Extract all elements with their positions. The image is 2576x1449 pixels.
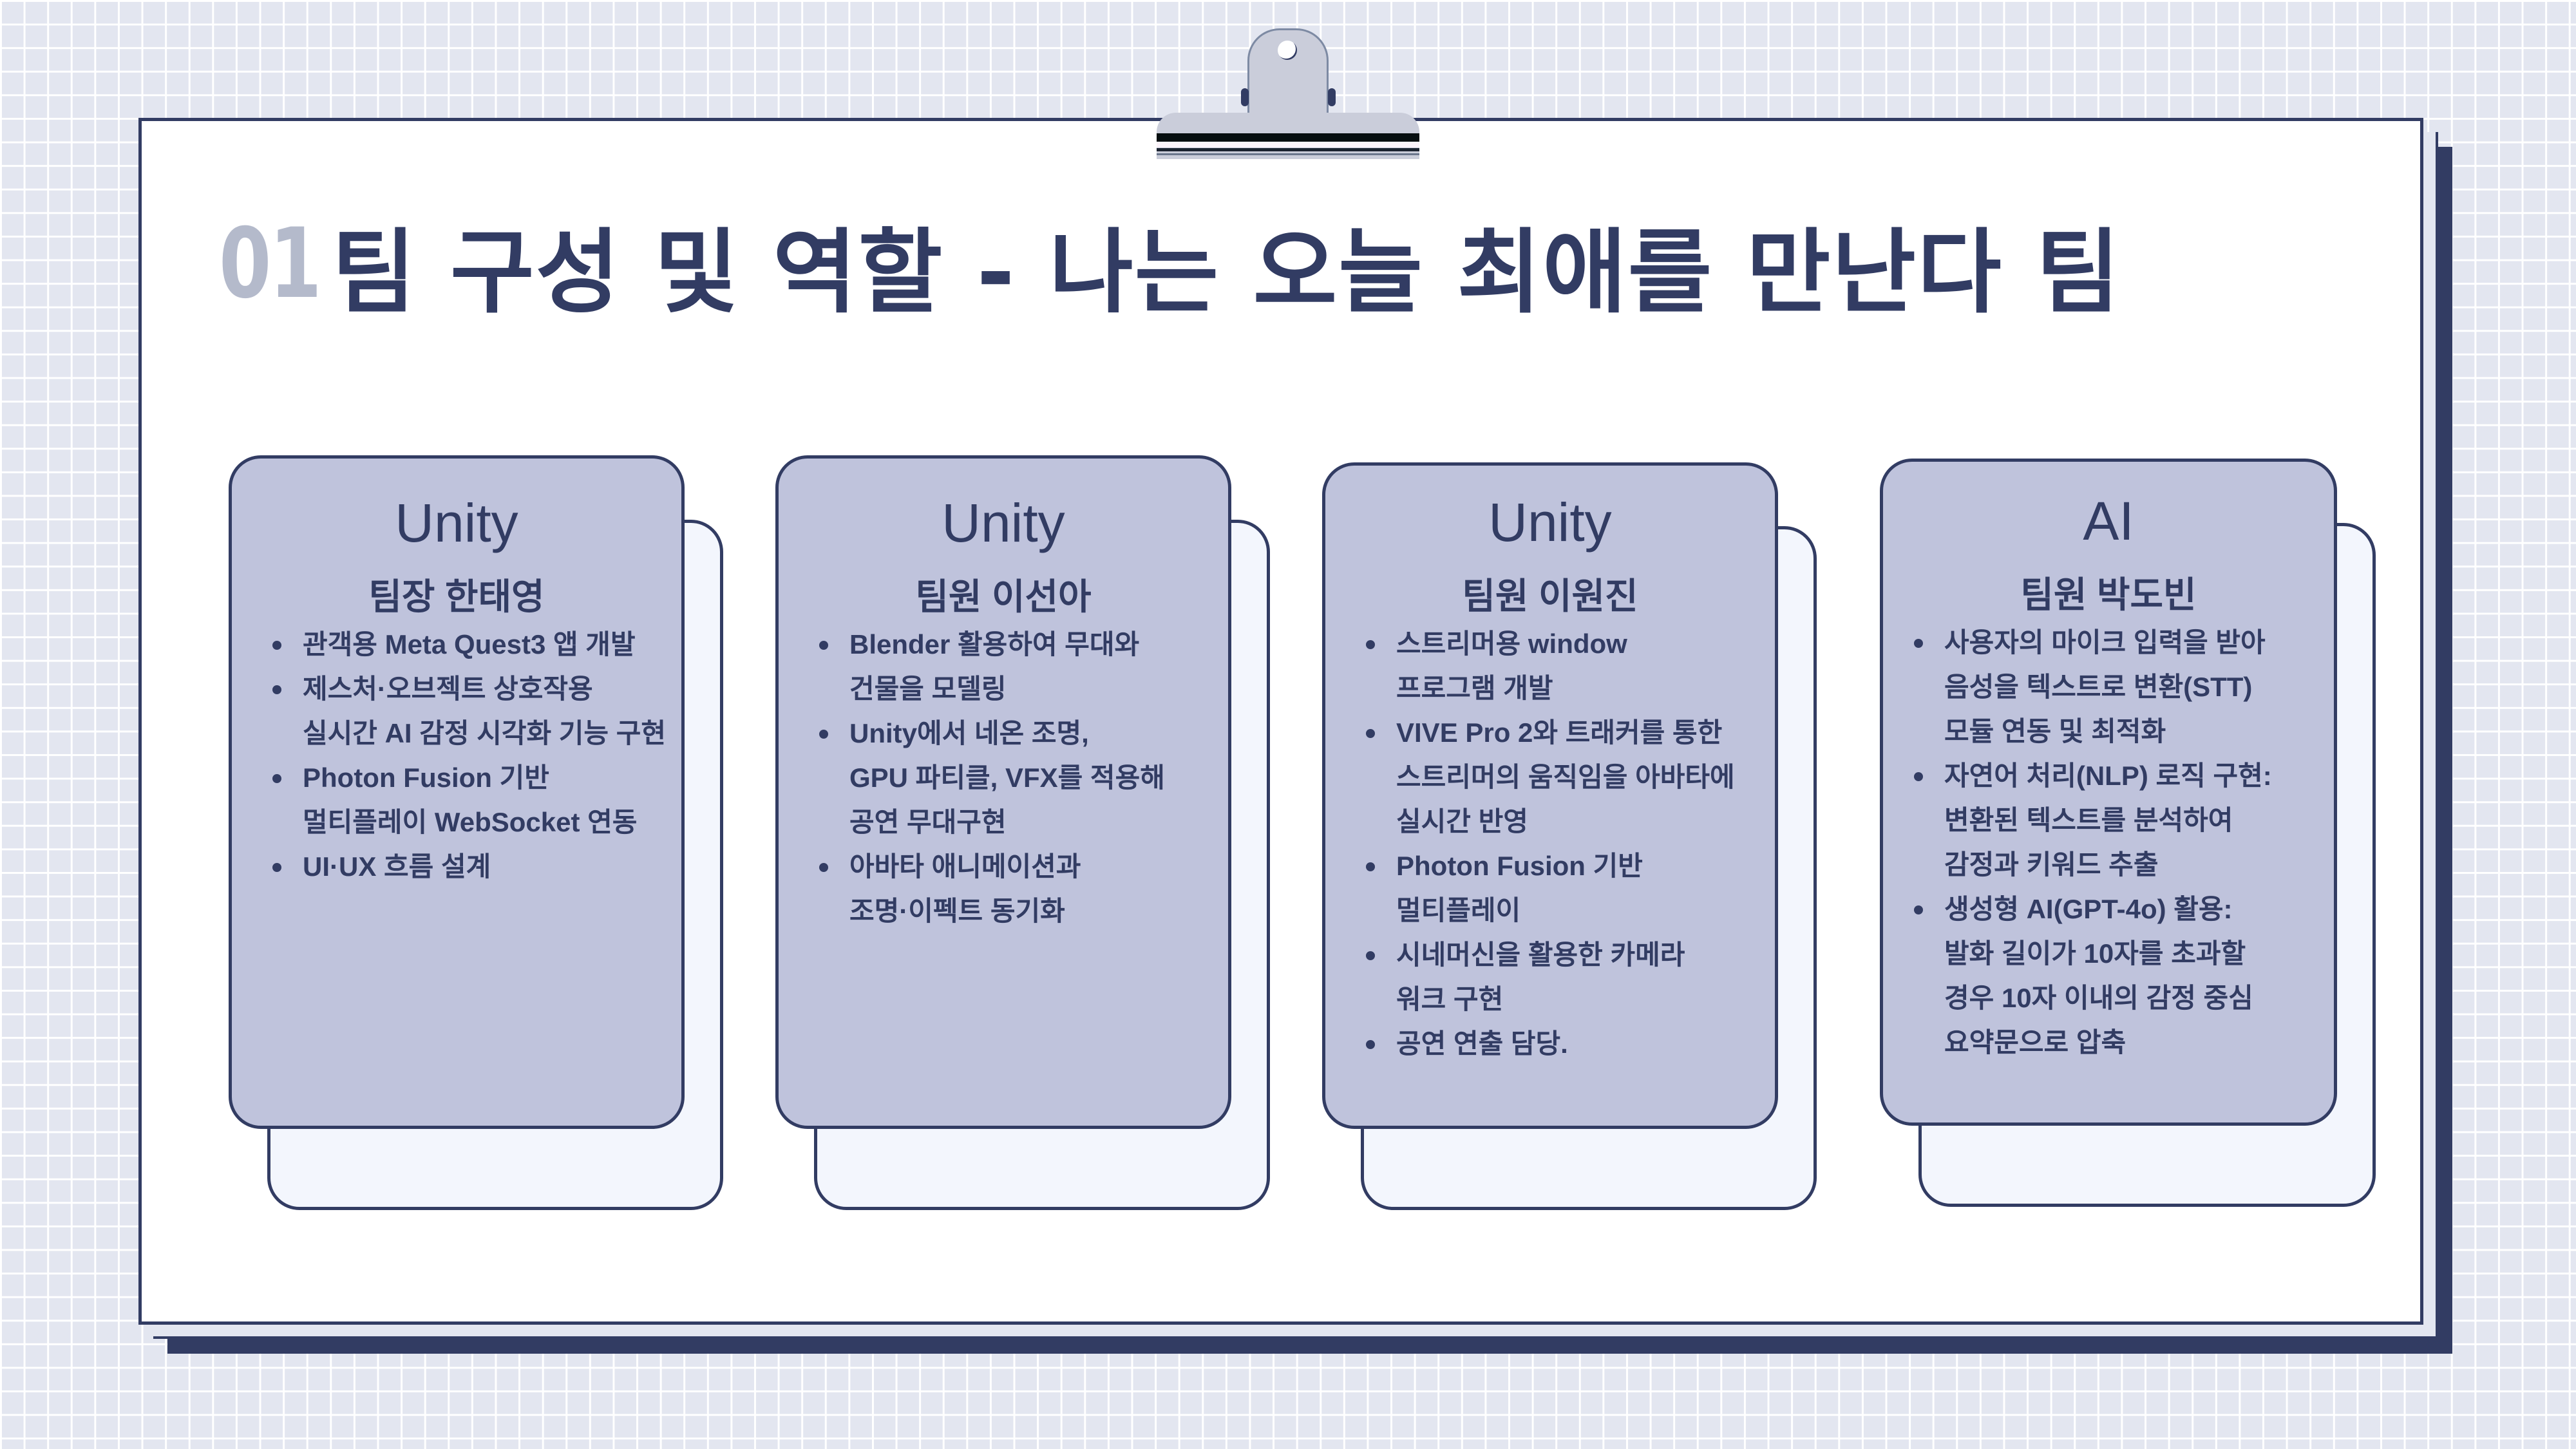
clip-hole xyxy=(1278,41,1297,60)
task-item: 시네머신을 활용한 카메라 워크 구현 xyxy=(1361,933,1762,1021)
bullet-icon xyxy=(1366,640,1375,649)
member-name: 팀원 박도빈 xyxy=(2020,574,2197,615)
member-name: 팀장 한태영 xyxy=(368,576,545,617)
task-item: 관객용 Meta Quest3 앱 개발 xyxy=(267,622,668,667)
bullet-icon xyxy=(272,774,281,783)
card-category: Unity xyxy=(1488,492,1612,553)
member-name: 팀원 이원진 xyxy=(1462,576,1638,616)
bullet-icon xyxy=(1366,951,1375,960)
bullet-icon xyxy=(1914,905,1923,914)
bullet-icon xyxy=(272,863,281,872)
binder-clip-icon xyxy=(1157,27,1419,159)
bullet-icon xyxy=(819,730,828,739)
page-title: 팀 구성 및 역할 - 나는 오늘 최애를 만난다 팀 xyxy=(332,220,2121,326)
section-number: 01 xyxy=(219,208,322,320)
task-item: 아바타 애니메이션과 조명·이펙트 동기화 xyxy=(814,844,1215,933)
bullet-icon xyxy=(1366,862,1375,871)
task-item: Photon Fusion 기반 멀티플레이 xyxy=(1361,844,1762,933)
member-card-2: Unity 팀원 이선아 Blender 활용하여 무대와 건물을 모델링 Un… xyxy=(775,455,1231,1129)
bullet-icon xyxy=(272,685,281,694)
task-list: Blender 활용하여 무대와 건물을 모델링 Unity에서 네온 조명, … xyxy=(779,622,1228,933)
clip-stripe xyxy=(1157,153,1419,155)
task-item: Photon Fusion 기반 멀티플레이 WebSocket 연동 xyxy=(267,755,668,844)
member-card-3: Unity 팀원 이원진 스트리머용 window 프로그램 개발 VIVE P… xyxy=(1322,462,1778,1129)
task-item: VIVE Pro 2와 트래커를 통한 스트리머의 움직임을 아바타에 실시간 … xyxy=(1361,710,1762,844)
task-item: 스트리머용 window 프로그램 개발 xyxy=(1361,621,1762,710)
card-category: AI xyxy=(2083,491,2134,551)
task-item: 제스처·오브젝트 상호작용 실시간 AI 감정 시각화 기능 구현 xyxy=(267,667,668,755)
bullet-icon xyxy=(1366,1040,1375,1049)
member-card-4: AI 팀원 박도빈 사용자의 마이크 입력을 받아 음성을 텍스트로 변환(ST… xyxy=(1880,459,2337,1126)
task-item: Unity에서 네온 조명, GPU 파티클, VFX를 적용해 공연 무대구현 xyxy=(814,711,1215,844)
task-list: 관객용 Meta Quest3 앱 개발 제스처·오브젝트 상호작용 실시간 A… xyxy=(232,622,681,889)
task-item: 공연 연출 담당. xyxy=(1361,1021,1762,1066)
clip-stripe xyxy=(1157,133,1419,142)
task-list: 사용자의 마이크 입력을 받아 음성을 텍스트로 변환(STT) 모듈 연동 및… xyxy=(1883,620,2334,1065)
task-item: 생성형 AI(GPT-4o) 활용: 발화 길이가 10자를 초과할 경우 10… xyxy=(1909,887,2321,1065)
slide-title: 01 팀 구성 및 역할 - 나는 오늘 최애를 만난다 팀 xyxy=(219,208,2121,326)
member-name: 팀원 이선아 xyxy=(915,576,1092,617)
bullet-icon xyxy=(1914,772,1923,781)
bullet-icon xyxy=(272,641,281,650)
bullet-icon xyxy=(1366,729,1375,738)
clip-stripe xyxy=(1157,142,1419,147)
task-item: 자연어 처리(NLP) 로직 구현: 변환된 텍스트를 분석하여 감정과 키워드… xyxy=(1909,753,2321,887)
bullet-icon xyxy=(819,641,828,650)
clip-stripe xyxy=(1157,148,1419,151)
bullet-icon xyxy=(819,863,828,872)
task-item: Blender 활용하여 무대와 건물을 모델링 xyxy=(814,622,1215,711)
clip-knob-right xyxy=(1328,88,1336,106)
task-item: UI·UX 흐름 설계 xyxy=(267,844,668,889)
card-category: Unity xyxy=(942,493,1065,553)
task-list: 스트리머용 window 프로그램 개발 VIVE Pro 2와 트래커를 통한… xyxy=(1325,621,1775,1066)
card-category: Unity xyxy=(395,493,518,553)
clip-knob-left xyxy=(1241,88,1249,106)
bullet-icon xyxy=(1914,639,1923,648)
task-item: 사용자의 마이크 입력을 받아 음성을 텍스트로 변환(STT) 모듈 연동 및… xyxy=(1909,620,2321,753)
member-card-1: Unity 팀장 한태영 관객용 Meta Quest3 앱 개발 제스처·오브… xyxy=(229,455,685,1129)
